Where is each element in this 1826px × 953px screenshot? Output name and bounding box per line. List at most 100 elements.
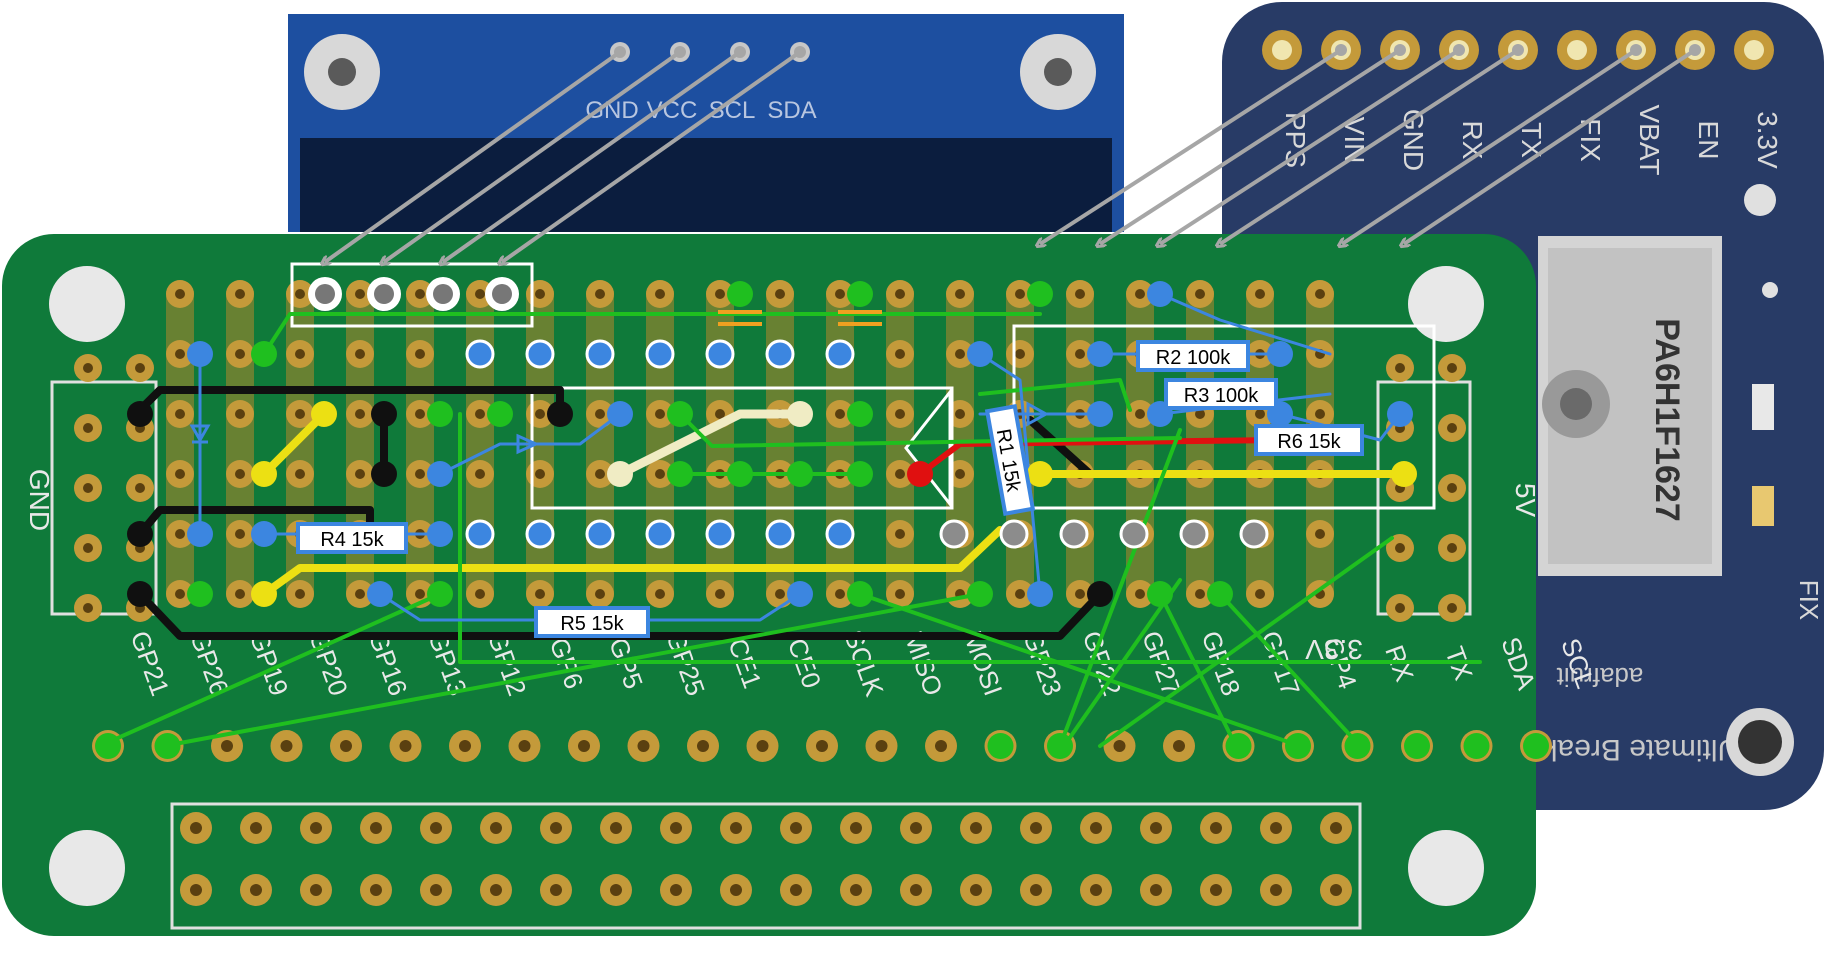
header-endpoint xyxy=(95,733,121,759)
connection-arrow xyxy=(1100,48,1402,244)
breakout-pad-center xyxy=(221,740,233,752)
perf-hole-center xyxy=(355,289,365,299)
header-endpoint xyxy=(154,733,181,759)
header-pad-center xyxy=(310,884,322,896)
gps-power-led xyxy=(1752,486,1774,526)
resistor-r4: R4 15k xyxy=(296,522,408,554)
breakout-pad-center xyxy=(1173,740,1185,752)
header-pad-center xyxy=(430,822,442,834)
breakout-pad-center xyxy=(637,740,650,752)
perf-hole-center xyxy=(955,409,965,419)
perf-hole-center xyxy=(415,409,425,419)
wire-green-sda xyxy=(1218,592,1362,748)
3v3-rail-label: 3.3V xyxy=(1305,634,1363,665)
connection-arrows xyxy=(325,44,1701,262)
ic-pin xyxy=(705,339,735,369)
perf-hole-center xyxy=(655,589,665,599)
header-pad-center xyxy=(910,884,922,896)
header-pad-center xyxy=(1150,822,1162,834)
arrow-origin xyxy=(614,46,626,58)
arrow-origin xyxy=(1689,44,1701,56)
oled-connector-outline xyxy=(290,262,534,328)
wire-endpoint xyxy=(1087,401,1113,427)
perf-hole-center xyxy=(1135,289,1145,299)
perf-hole-center xyxy=(535,469,545,479)
rail-hole-center xyxy=(135,483,145,493)
perf-hole-center xyxy=(1195,289,1205,299)
header-pad-center xyxy=(790,822,802,834)
wire-endpoint xyxy=(1087,341,1113,367)
header-pad-center xyxy=(1030,884,1042,896)
wire-green-gp26 xyxy=(162,592,982,748)
connection-arrow xyxy=(443,50,742,262)
wire-endpoint xyxy=(427,581,453,607)
wire-endpoint xyxy=(1391,461,1417,487)
breakout-pad-center xyxy=(697,740,709,752)
copper-strip xyxy=(406,280,434,608)
resistor-r5: R5 15k xyxy=(534,606,650,638)
copper-strip xyxy=(166,280,194,608)
gps-brand-text: adafruit xyxy=(1556,662,1643,692)
perf-hole-center xyxy=(1135,409,1145,419)
gps-module-label: PA6H1F1627 xyxy=(1648,318,1686,522)
ic-pin xyxy=(465,339,495,369)
wire-endpoint xyxy=(727,281,753,307)
resistor-r3-label: R3 100k xyxy=(1184,385,1259,407)
perf-hole-center xyxy=(235,529,245,539)
rail-hole-center xyxy=(83,423,93,433)
perf-hole-center xyxy=(295,289,305,299)
perf-hole-center xyxy=(1075,289,1085,299)
header-pad-center xyxy=(1210,822,1222,834)
wire-endpoint xyxy=(127,521,153,547)
gps-fix-label: FIX xyxy=(1794,580,1824,620)
ic-pin xyxy=(525,339,555,369)
perf-hole-center xyxy=(895,289,905,299)
perf-hole-center xyxy=(955,289,965,299)
wire-endpoint xyxy=(251,341,277,367)
header-pad-center xyxy=(550,884,562,896)
ic-pin xyxy=(525,519,555,549)
wire-endpoint xyxy=(787,461,813,487)
wire-endpoint xyxy=(367,581,393,607)
wire-endpoint xyxy=(371,461,397,487)
pcb-mount-hole-bl xyxy=(49,830,125,906)
rail-hole-center xyxy=(1447,363,1457,373)
perf-hole-center xyxy=(415,349,425,359)
copper-strip xyxy=(346,280,374,608)
wire-endpoint xyxy=(967,341,993,367)
header-pad-center xyxy=(250,884,262,896)
connection-arrow xyxy=(384,50,682,262)
wire-green-r3 xyxy=(978,378,1132,412)
perf-hole-center xyxy=(895,469,905,479)
wire-endpoint xyxy=(427,461,453,487)
perf-hole-center xyxy=(475,589,485,599)
header-pad-center xyxy=(1330,884,1342,896)
rail-hole-center xyxy=(1447,483,1457,493)
wire-green-gp27 xyxy=(1062,578,1182,748)
wire-endpoint xyxy=(1147,281,1173,307)
perf-hole-center xyxy=(355,589,365,599)
rail-hole-center xyxy=(1395,543,1405,553)
perf-hole-center xyxy=(475,409,485,419)
resistor-r4-label: R4 15k xyxy=(320,529,384,551)
perf-hole-center xyxy=(535,409,545,419)
header-pad-center xyxy=(1210,884,1222,896)
wire-green-tx xyxy=(858,592,1302,748)
header-pad-center xyxy=(970,884,982,896)
resistor-r6-label: R6 15k xyxy=(1277,431,1341,453)
wire-endpoint xyxy=(667,461,693,487)
rail-hole-center xyxy=(1395,603,1405,613)
wire-endpoint xyxy=(187,521,213,547)
wire-endpoint xyxy=(427,521,453,547)
connection-arrow xyxy=(1160,48,1461,244)
breakout-pad-center xyxy=(280,740,293,752)
oled-connector-pin-center xyxy=(492,284,512,304)
ic-pin xyxy=(585,339,615,369)
gps-connector-pin xyxy=(999,519,1029,549)
wire-endpoint xyxy=(787,581,813,607)
breakout-pad-center xyxy=(935,740,947,752)
perf-hole-center xyxy=(175,349,185,359)
wire-endpoint xyxy=(187,581,213,607)
perf-hole-center xyxy=(355,349,365,359)
wire-green-long xyxy=(458,412,1482,664)
